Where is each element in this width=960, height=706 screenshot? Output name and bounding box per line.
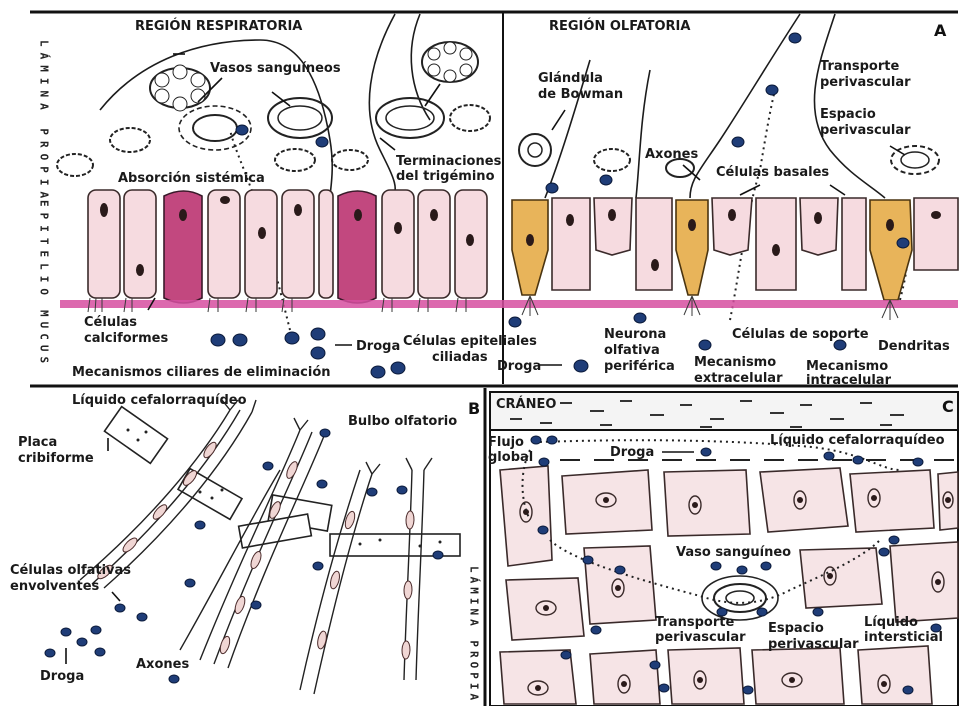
label-droga-a2: Droga	[497, 359, 541, 374]
label-calciformes-1: Células	[84, 315, 137, 330]
label-flujo-2: global	[488, 450, 533, 465]
label-intersticial-1: Líquido	[864, 615, 918, 630]
label-intra-1: Mecanismo	[806, 359, 888, 374]
blood-vessel-2	[422, 42, 478, 82]
label-absorcion: Absorción sistémica	[118, 171, 265, 186]
mucus-layer	[60, 300, 958, 308]
label-intra-2: intracelular	[806, 373, 892, 388]
label-espacio-1: Espacio	[820, 107, 876, 122]
label-droga-a: Droga	[356, 339, 400, 354]
region-olfactory-title: REGIÓN OLFATORIA	[549, 18, 690, 34]
label-envolventes-2: envolventes	[10, 579, 100, 594]
panel-a-letter: A	[934, 21, 947, 40]
label-glandula-1: Glándula	[538, 71, 603, 86]
label-transporte-c-2: perivascular	[655, 630, 746, 645]
label-extra-2: extracelular	[694, 371, 783, 386]
label-espacio-c-2: perivascular	[768, 637, 859, 652]
label-espacio-2: perivascular	[820, 123, 911, 138]
label-neurona-3: periférica	[604, 359, 675, 374]
label-epiteliales-2: ciliadas	[432, 350, 488, 365]
label-lcr-c: Líquido cefalorraquídeo	[770, 433, 945, 448]
label-terminaciones-2: del trigémino	[396, 169, 495, 184]
label-axones-a: Axones	[645, 147, 698, 162]
label-vasos: Vasos sanguíneos	[210, 61, 341, 76]
label-transporte-1: Transporte	[820, 59, 899, 74]
label-glandula-2: de Bowman	[538, 87, 623, 102]
layer-epitelio-label: EPITELIO	[38, 200, 51, 301]
label-craneo: CRÁNEO	[496, 396, 556, 412]
label-envolventes-1: Células olfativas	[10, 563, 131, 578]
label-terminaciones-1: Terminaciones	[396, 154, 502, 169]
label-epiteliales-1: Células epiteliales	[403, 334, 537, 349]
label-droga-b: Droga	[40, 669, 84, 684]
label-vaso: Vaso sanguíneo	[676, 545, 791, 560]
label-droga-c: Droga	[610, 445, 654, 460]
blood-vessel-4	[376, 98, 444, 138]
layer-lamina-label: LÁMINA PROPIA	[38, 40, 51, 204]
label-ciliares: Mecanismos ciliares de eliminación	[72, 365, 331, 380]
panel-a: LÁMINA PROPIA EPITELIO MUCUS REGIÓN RESP…	[30, 12, 958, 388]
label-bulbo: Bulbo olfatorio	[348, 414, 457, 429]
blood-vessel-1	[150, 65, 210, 111]
label-neurona-1: Neurona	[604, 327, 666, 342]
olfactory-axon-4	[636, 70, 650, 198]
panel-c: CRÁNEO C	[488, 392, 958, 706]
label-calciformes-2: calciformes	[84, 331, 168, 346]
olfactory-epithelium	[512, 198, 958, 300]
bowman-gland	[519, 134, 551, 166]
label-flujo-1: Flujo	[488, 435, 524, 450]
label-axones-b: Axones	[136, 657, 189, 672]
label-espacio-c-1: Espacio	[768, 621, 824, 636]
label-placa-1: Placa	[18, 435, 57, 450]
label-extra-1: Mecanismo	[694, 355, 776, 370]
layer-mucus-label: MUCUS	[38, 310, 51, 368]
region-respiratory-title: REGIÓN RESPIRATORIA	[135, 18, 302, 34]
blood-vessel-3	[268, 98, 332, 138]
label-dendritas: Dendritas	[878, 339, 950, 354]
panel-c-letter: C	[942, 397, 954, 416]
label-basales: Células basales	[716, 165, 829, 180]
label-intersticial-2: intersticial	[864, 630, 943, 645]
panel-b-letter: B	[468, 399, 480, 418]
respiratory-epithelium	[88, 190, 487, 303]
panel-b: B LÁMINA PROPIA	[10, 388, 485, 706]
label-lcr-b: Líquido cefalorraquídeo	[72, 393, 247, 408]
label-soporte: Células de soporte	[732, 327, 869, 342]
label-transporte-2: perivascular	[820, 75, 911, 90]
label-neurona-2: olfativa	[604, 343, 660, 358]
label-transporte-c-1: Transporte	[655, 615, 734, 630]
layer-lamina-label-b: LÁMINA PROPIA	[468, 566, 481, 704]
label-placa-2: cribiforme	[18, 451, 94, 466]
